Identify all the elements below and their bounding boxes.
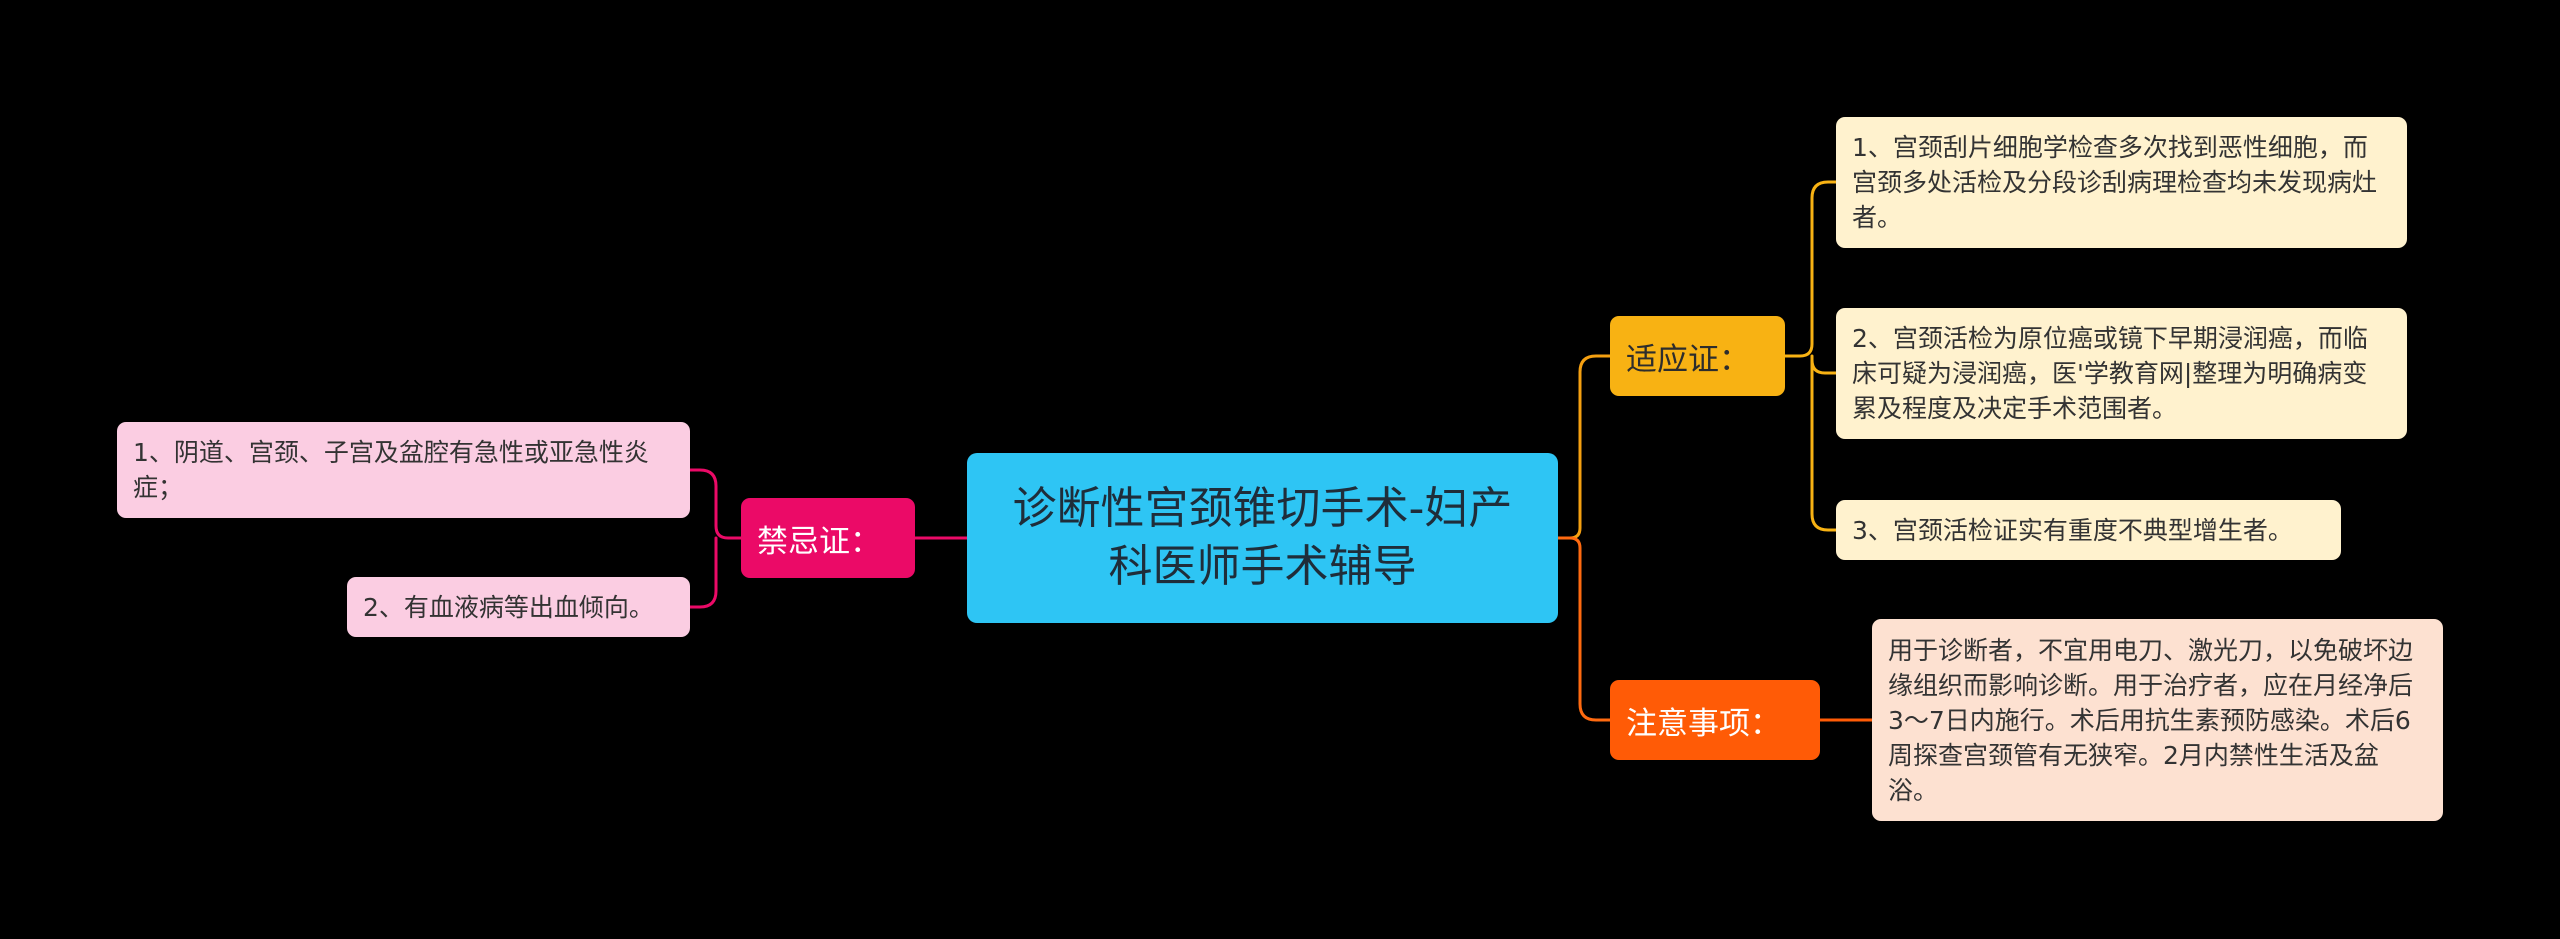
notes-item-1-text: 用于诊断者，不宜用电刀、激光刀，以免破坏边缘组织而影响诊断。用于治疗者，应在月经…: [1888, 635, 2414, 805]
connector-root-notes: [1556, 536, 1612, 722]
root-topic[interactable]: 诊断性宫颈锥切手术-妇产科医师手术辅导: [967, 453, 1558, 623]
notes-item-1[interactable]: 用于诊断者，不宜用电刀、激光刀，以免破坏边缘组织而影响诊断。用于治疗者，应在月经…: [1872, 619, 2443, 821]
contraindication-item-2-text: 2、有血液病等出血倾向。: [363, 592, 654, 622]
branch-contraindications[interactable]: 禁忌证：: [741, 498, 915, 578]
indication-item-3[interactable]: 3、宫颈活检证实有重度不典型增生者。: [1836, 500, 2341, 560]
indication-item-1[interactable]: 1、宫颈刮片细胞学检查多次找到恶性细胞，而宫颈多处活检及分段诊刮病理检查均未发现…: [1836, 117, 2407, 248]
indication-item-1-text: 1、宫颈刮片细胞学检查多次找到恶性细胞，而宫颈多处活检及分段诊刮病理检查均未发现…: [1852, 133, 2378, 232]
branch-indications-label: 适应证：: [1626, 341, 1750, 378]
indication-item-2-text: 2、宫颈活检为原位癌或镜下早期浸润癌，而临床可疑为浸润癌，医'学教育网|整理为明…: [1852, 324, 2368, 423]
contraindication-item-2[interactable]: 2、有血液病等出血倾向。: [347, 577, 690, 637]
branch-notes-label: 注意事项：: [1626, 705, 1781, 742]
branch-notes[interactable]: 注意事项：: [1610, 680, 1820, 760]
root-topic-title: 诊断性宫颈锥切手术-妇产科医师手术辅导: [1012, 483, 1513, 592]
connector-root-indications: [1556, 354, 1612, 540]
connector-contra-leaves: [688, 468, 743, 609]
branch-contraindications-label: 禁忌证：: [757, 523, 881, 560]
contraindication-item-1[interactable]: 1、阴道、宫颈、子宫及盆腔有急性或亚急性炎症；: [117, 422, 690, 518]
indication-item-3-text: 3、宫颈活检证实有重度不典型增生者。: [1852, 515, 2293, 545]
connector-indications-leaves: [1783, 180, 1838, 532]
branch-indications[interactable]: 适应证：: [1610, 316, 1785, 396]
indication-item-2[interactable]: 2、宫颈活检为原位癌或镜下早期浸润癌，而临床可疑为浸润癌，医'学教育网|整理为明…: [1836, 308, 2407, 439]
contraindication-item-1-text: 1、阴道、宫颈、子宫及盆腔有急性或亚急性炎症；: [133, 438, 649, 502]
